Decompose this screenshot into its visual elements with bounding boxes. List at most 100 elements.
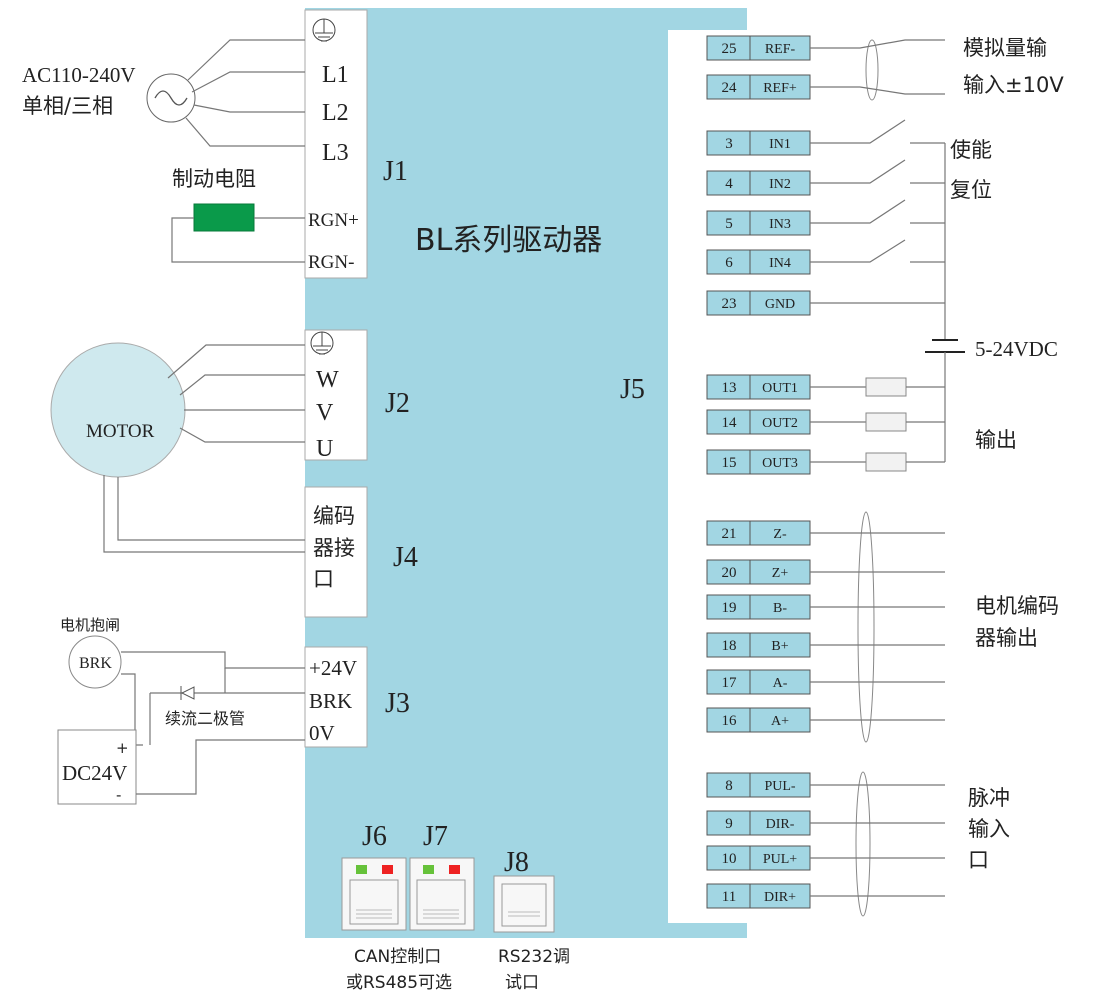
analog-label-1: 模拟量输 xyxy=(963,36,1047,60)
j1-panel xyxy=(304,9,368,279)
wire-pe xyxy=(187,39,305,81)
pin-name: IN3 xyxy=(769,217,791,232)
pin-box xyxy=(706,290,811,316)
connector-j3: J3 xyxy=(385,688,410,719)
connector-j2: J2 xyxy=(385,388,410,419)
wire-rgn-minus xyxy=(171,217,305,263)
j2-panel xyxy=(304,329,368,461)
wire-in4 xyxy=(810,239,906,263)
wire-l1 xyxy=(191,71,305,93)
connector-j6: J6 xyxy=(362,821,387,852)
encoder-shield-icon xyxy=(857,511,875,743)
pin-name: Z- xyxy=(773,527,787,542)
wire-motor-w xyxy=(179,374,305,396)
encoder-out-label-2: 器输出 xyxy=(975,626,1038,650)
ac-supply-label-1: AC110-240V xyxy=(22,63,136,87)
pin-box xyxy=(706,130,811,156)
terminal-brk: BRK xyxy=(309,689,352,713)
dc24v-label: DC24V xyxy=(62,761,127,785)
pin-name: OUT2 xyxy=(762,416,798,431)
j3-panel xyxy=(304,646,368,748)
terminal-v: V xyxy=(316,400,334,426)
pin-number: 10 xyxy=(722,851,737,867)
pin-number: 4 xyxy=(725,176,733,192)
pin-name: B+ xyxy=(771,639,788,654)
dc24v-minus: - xyxy=(116,786,121,804)
pin-number: 6 xyxy=(725,255,733,271)
load-icon xyxy=(865,377,907,397)
pin-name: A+ xyxy=(771,714,789,729)
terminal-l1: L1 xyxy=(322,62,349,88)
pin-name: OUT3 xyxy=(762,456,798,471)
ground-icon xyxy=(312,18,336,42)
pin-number: 24 xyxy=(722,80,738,96)
pin-number: 11 xyxy=(722,889,736,905)
pin-name: GND xyxy=(765,297,795,312)
dc-source-icon xyxy=(925,339,965,353)
connector-j1: J1 xyxy=(383,156,408,187)
pin-box xyxy=(706,669,811,695)
j5-pin-dir: 11 DIR+ xyxy=(706,883,811,909)
brk-symbol: BRK xyxy=(79,655,112,672)
pin-number: 23 xyxy=(722,296,737,312)
connector-j4: J4 xyxy=(393,542,418,573)
pin-number: 16 xyxy=(722,713,738,729)
pulse-label-1: 脉冲 xyxy=(968,786,1010,810)
pin-box xyxy=(706,772,811,798)
terminal-rgn-minus: RGN- xyxy=(308,252,354,273)
rs232-label-1: RS232调 xyxy=(498,947,570,967)
diode-icon xyxy=(180,686,195,700)
ac-source-icon xyxy=(146,73,196,123)
vdc-label: 5-24VDC xyxy=(975,337,1058,361)
j5-pin-a: 16 A+ xyxy=(706,707,811,733)
pin-number: 8 xyxy=(725,778,733,794)
wire-l2 xyxy=(193,104,305,113)
j6-rj45-port[interactable] xyxy=(341,857,407,931)
pulse-label-2: 输入 xyxy=(968,817,1010,841)
load-icon xyxy=(865,452,907,472)
dc24v-plus: + xyxy=(116,739,129,757)
motor-label: MOTOR xyxy=(86,421,155,442)
wire-motor-u xyxy=(179,427,305,443)
j5-pin-out2: 14 OUT2 xyxy=(706,409,811,435)
wire-l3 xyxy=(185,117,305,147)
pin-box xyxy=(706,374,811,400)
pin-name: A- xyxy=(773,676,788,691)
pin-box xyxy=(706,449,811,475)
pin-number: 14 xyxy=(722,415,738,431)
pin-box xyxy=(706,170,811,196)
pin-name: PUL- xyxy=(764,779,795,794)
dc24v-box xyxy=(57,729,137,805)
output-label: 输出 xyxy=(975,428,1017,452)
terminal-l2: L2 xyxy=(322,100,349,126)
pin-name: IN4 xyxy=(769,256,791,271)
pin-name: REF- xyxy=(765,42,796,57)
can-label-2: 或RS485可选 xyxy=(346,973,452,993)
pin-name: DIR+ xyxy=(764,890,796,905)
ac-supply-label-2: 单相/三相 xyxy=(22,94,113,118)
pin-number: 5 xyxy=(725,216,733,232)
terminal-rgn-plus: RGN+ xyxy=(308,210,359,231)
pin-number: 18 xyxy=(722,638,737,654)
pin-name: IN1 xyxy=(769,137,791,152)
motor-icon xyxy=(50,342,186,478)
pin-number: 20 xyxy=(722,565,737,581)
brk-icon xyxy=(68,635,122,689)
j7-rj45-port[interactable] xyxy=(409,857,475,931)
pin-box xyxy=(706,707,811,733)
connector-j8: J8 xyxy=(504,847,529,878)
pin-number: 25 xyxy=(722,41,737,57)
j8-rs232-port[interactable] xyxy=(493,875,555,933)
pin-box xyxy=(706,210,811,236)
pin-box xyxy=(706,520,811,546)
wire-dc-minus xyxy=(136,739,305,795)
